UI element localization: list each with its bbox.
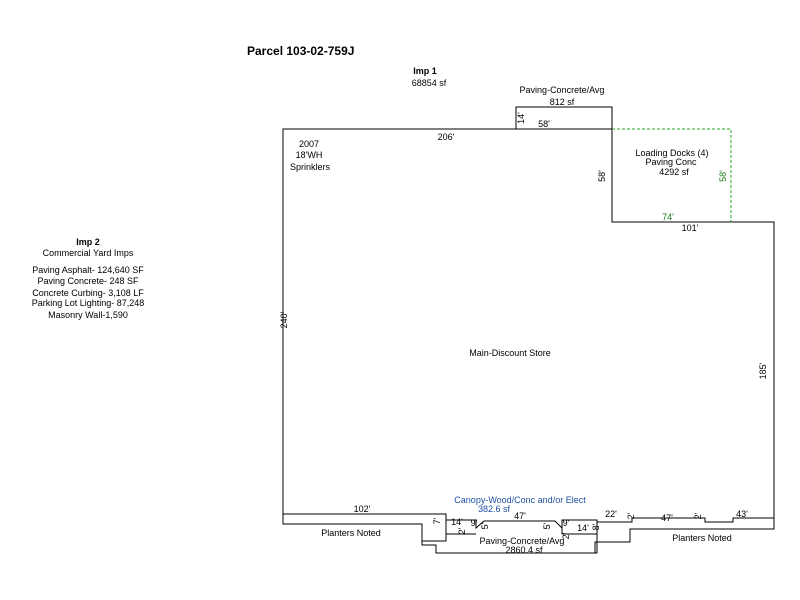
building-sprinklers: Sprinklers: [290, 162, 331, 172]
dimension-label: 9': [471, 518, 478, 528]
bottom-paving-area: 2860.4 sf: [505, 545, 543, 555]
loading-docks-area: 4292 sf: [659, 167, 689, 177]
planters-left-label: Planters Noted: [321, 528, 381, 538]
dimension-label: 8': [591, 523, 601, 530]
bottom-paving-label: Paving-Concrete/Avg: [480, 536, 565, 546]
top-paving-area: 812 sf: [550, 97, 575, 107]
top-paving-outline: [515, 106, 613, 129]
imp2-label: Imp 2: [76, 237, 100, 247]
loading-docks-sub: Paving Conc: [645, 157, 697, 167]
dimension-label: 58': [718, 170, 728, 182]
dimension-label: 14': [451, 517, 463, 527]
top-paving-label: Paving-Concrete/Avg: [520, 85, 605, 95]
canopy-label: Canopy-Wood/Conc and/or Elect: [454, 495, 586, 505]
parcel-title: Parcel 103-02-759J: [247, 44, 354, 58]
dimension-label: 185': [758, 362, 768, 379]
dimension-label: 43': [736, 509, 748, 519]
dimension-label: 2': [693, 512, 703, 519]
dimension-label: 2': [561, 532, 571, 539]
main-area-label: Main-Discount Store: [469, 348, 551, 358]
imp1-area: 68854 sf: [412, 78, 447, 88]
dimension-label: 102': [354, 504, 371, 514]
dimension-label: 2': [626, 512, 636, 519]
dimension-label: 240': [279, 311, 289, 328]
dimension-label: 5': [542, 522, 552, 529]
imp2-item: Concrete Curbing- 3,108 LF: [32, 288, 144, 298]
imp2-subtitle: Commercial Yard Imps: [43, 248, 134, 258]
dimension-label: 47': [661, 513, 673, 523]
dimension-label: 58': [538, 119, 550, 129]
dimension-label: 14': [577, 523, 589, 533]
dimension-label: 7': [432, 517, 442, 524]
dimension-label: 47': [514, 511, 526, 521]
canopy-area: 382.6 sf: [478, 504, 511, 514]
dimension-label: 5': [480, 522, 490, 529]
loading-docks-label: Loading Docks (4): [635, 148, 708, 158]
dimension-label: 74': [662, 212, 674, 222]
imp2-item: Parking Lot Lighting- 87,248: [32, 298, 145, 308]
building-year: 2007: [299, 139, 319, 149]
imp2-item: Masonry Wall-1,590: [48, 310, 128, 320]
dimension-label: 22': [605, 509, 617, 519]
dimension-label: 2': [457, 527, 467, 534]
dimension-label: 206': [438, 132, 455, 142]
dimension-label: 14': [516, 112, 526, 124]
building-wall-height: 18'WH: [296, 150, 323, 160]
main-building-outline: [282, 128, 775, 530]
imp2-item: Paving Asphalt- 124,640 SF: [32, 265, 144, 275]
planters-right-label: Planters Noted: [672, 533, 732, 543]
dimension-label: 9': [563, 518, 570, 528]
imp1-label: Imp 1: [413, 66, 437, 76]
dimension-label: 101': [682, 223, 699, 233]
dimension-label: 58': [597, 170, 607, 182]
imp2-item: Paving Concrete- 248 SF: [37, 276, 139, 286]
